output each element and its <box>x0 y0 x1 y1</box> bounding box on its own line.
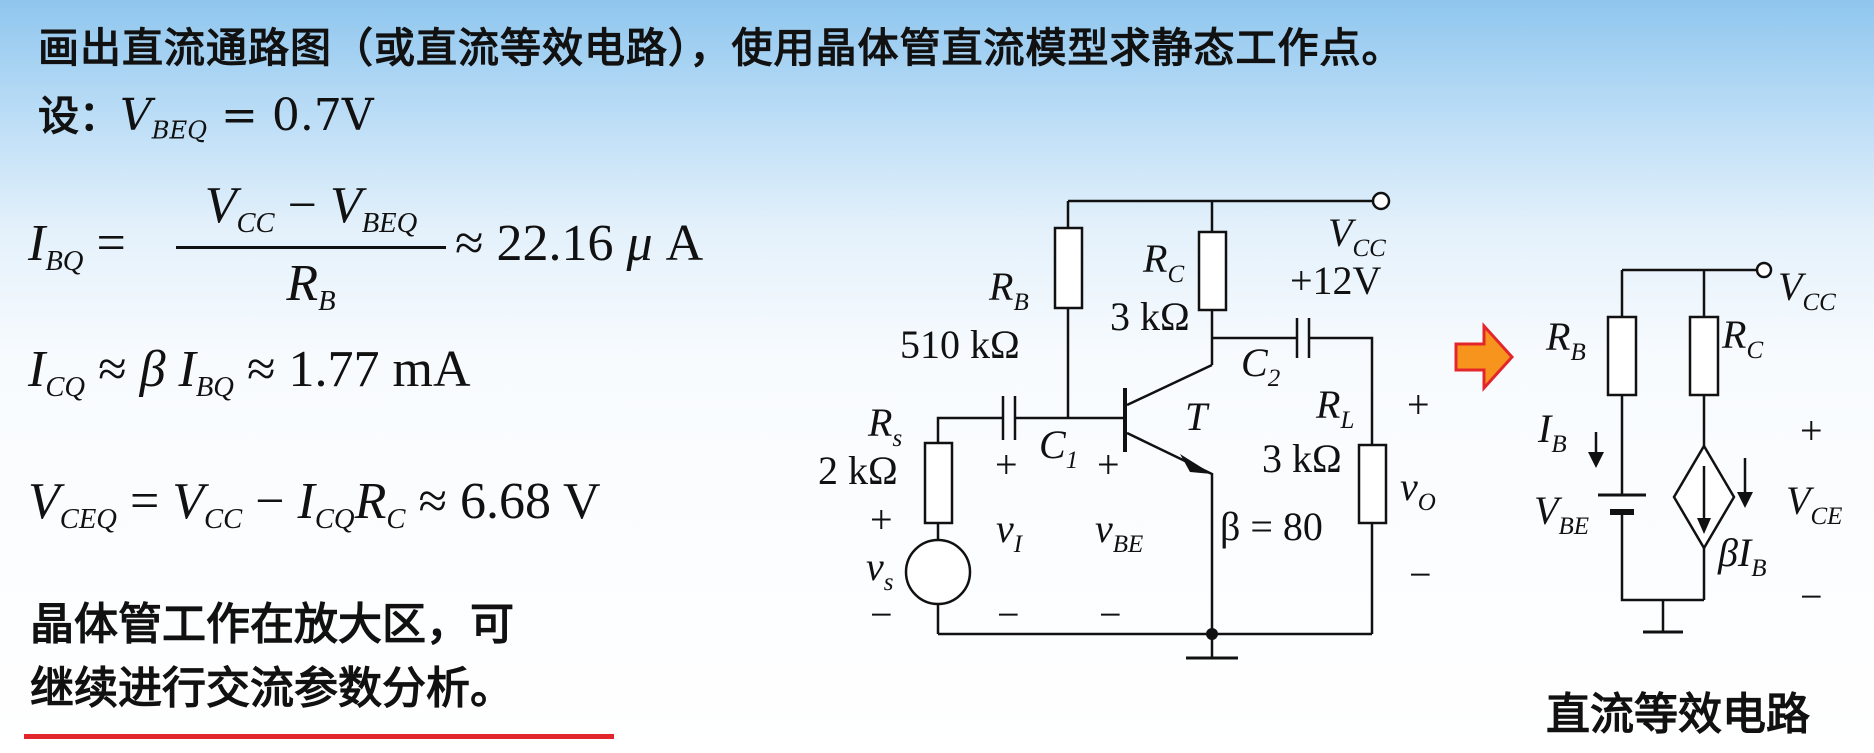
plus-vo: + <box>1407 382 1430 427</box>
rc-label-eq: RC <box>1721 312 1763 364</box>
vcc-label: VCC <box>1328 210 1386 262</box>
capacitor-c1 <box>1001 396 1017 440</box>
ibq-result: ≈ 22.16 μ A <box>455 215 704 272</box>
plus-vi: + <box>995 442 1018 487</box>
plus-vbe: + <box>1097 442 1120 487</box>
minus-vi: − <box>997 592 1020 637</box>
rc-value: 3 kΩ <box>1110 294 1190 339</box>
dc-equivalent-circuit <box>1594 261 1773 634</box>
c1-label: C1 <box>1039 422 1078 474</box>
ib-arrowhead <box>1588 452 1604 468</box>
vi-label: vI <box>996 506 1024 558</box>
rb-label: RB <box>988 264 1029 316</box>
current-arrowhead <box>1737 492 1753 508</box>
voltage-source-vs <box>904 538 972 606</box>
rc-label: RC <box>1142 236 1184 288</box>
minus-vs: − <box>870 592 893 637</box>
assumption-line: 设：VBEQ = 0.7V <box>38 90 374 145</box>
vbeq-value: 0.7 <box>271 90 342 141</box>
vo-label: vO <box>1400 464 1436 516</box>
vbe-label-eq: VBE <box>1534 488 1589 540</box>
vceq-value: 6.68 <box>459 473 551 530</box>
fraction-bar <box>176 246 446 249</box>
vcc-value: +12V <box>1290 258 1382 303</box>
transistor-label: T <box>1185 394 1210 439</box>
resistor-rb-eq <box>1606 315 1638 397</box>
dc-equivalent-title: 直流等效电路 <box>1546 689 1810 740</box>
vceq-unit: V <box>563 473 601 530</box>
ground-node <box>1206 628 1218 640</box>
vcc-terminal <box>1371 191 1391 211</box>
rs-label: Rs <box>867 400 902 452</box>
ibq-numerator: VCC − VBEQ <box>204 177 418 239</box>
ibq-denominator: RB <box>286 255 336 317</box>
rs-value: 2 kΩ <box>818 448 898 493</box>
minus-vce: − <box>1800 574 1823 619</box>
right-arrow-icon <box>1454 322 1515 392</box>
plus-vs: + <box>870 497 893 542</box>
conclusion-line-2: 继续进行交流参数分析。 <box>30 663 514 714</box>
resistor-rl <box>1357 443 1388 525</box>
resistor-rc-eq <box>1688 315 1720 397</box>
source-inner-arrowhead <box>1697 518 1711 534</box>
conclusion-line-1: 晶体管工作在放大区，可 <box>30 599 514 650</box>
minus-vo: − <box>1409 552 1432 597</box>
vcc-terminal-eq <box>1755 261 1773 279</box>
emitter-arrow <box>1180 454 1212 474</box>
beta-value: β = 80 <box>1220 504 1323 549</box>
ib-label: IB <box>1537 406 1567 458</box>
conclusion-underline <box>24 734 614 739</box>
vbe-label: vBE <box>1095 506 1143 558</box>
amplifier-circuit <box>904 191 1391 660</box>
vcc-label-eq: VCC <box>1778 264 1836 316</box>
resistor-rc <box>1197 230 1228 312</box>
rb-label-eq: RB <box>1545 314 1586 366</box>
vs-label: vs <box>866 544 894 596</box>
assumption-label: 设： <box>38 92 120 140</box>
ibq-lhs: IBQ = <box>28 215 126 277</box>
c2-label: C2 <box>1241 340 1280 392</box>
capacitor-c2 <box>1295 318 1311 358</box>
icq-unit: mA <box>392 341 471 398</box>
conclusion-text: 晶体管工作在放大区，可 继续进行交流参数分析。 <box>30 593 514 721</box>
plus-vce: + <box>1800 408 1823 453</box>
vce-label: VCE <box>1786 478 1842 530</box>
rl-value: 3 kΩ <box>1262 436 1342 481</box>
rb-value: 510 kΩ <box>900 322 1020 367</box>
slide-heading: 画出直流通路图（或直流等效电路），使用晶体管直流模型求静态工作点。 <box>38 24 1404 72</box>
beta-ib-label: βIB <box>1717 530 1767 582</box>
minus-vbe: − <box>1099 592 1122 637</box>
resistor-rs <box>923 441 954 525</box>
icq-value: 1.77 <box>288 341 380 398</box>
icq-formula: ICQ ≈ β IBQ ≈ 1.77 mA <box>28 341 471 403</box>
resistor-rb <box>1053 226 1084 310</box>
vceq-formula: VCEQ = VCC − ICQRC ≈ 6.68 V <box>28 473 601 535</box>
rl-label: RL <box>1315 382 1354 434</box>
